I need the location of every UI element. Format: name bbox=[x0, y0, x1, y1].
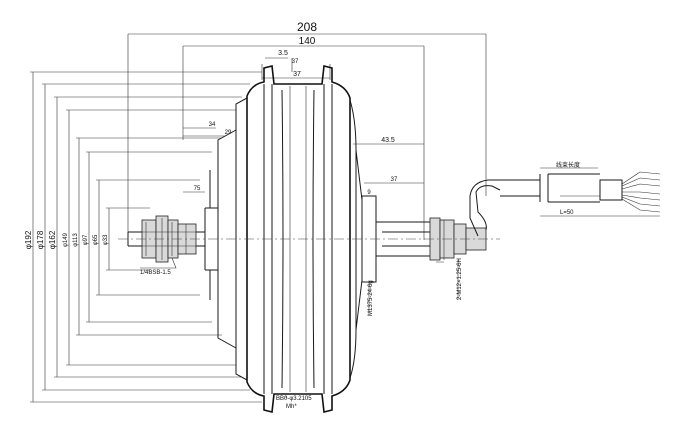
diameter-labels: φ192 φ178 φ162 φ149 φ113 φ97 φ65 φ33 bbox=[24, 230, 109, 249]
diameter-178: φ178 bbox=[36, 230, 45, 249]
top-dimension-lines bbox=[127, 33, 487, 240]
right-axle bbox=[361, 167, 661, 283]
dim-offset-35: 3.5 bbox=[278, 50, 288, 57]
dim-overall-width: 208 bbox=[297, 20, 317, 34]
left-axle bbox=[127, 215, 205, 269]
dim-mount-width: 140 bbox=[299, 36, 316, 47]
callout-left-note: 1/4BSB-1.5 bbox=[140, 270, 171, 276]
callout-nut: 2-M12×1.25-6H bbox=[457, 258, 463, 300]
callout-leaders bbox=[285, 260, 459, 398]
callout-holes-sub: Mh* bbox=[286, 404, 297, 410]
callout-thread: M1375-24-6g bbox=[368, 280, 374, 316]
dim-9: 9 bbox=[367, 190, 371, 196]
dim-29: 29 bbox=[225, 130, 232, 136]
diameter-192: φ192 bbox=[24, 230, 33, 249]
dim-34: 34 bbox=[209, 122, 216, 128]
diameter-33: φ33 bbox=[103, 234, 109, 245]
dim-offset-37-small: 37 bbox=[292, 59, 299, 65]
diameter-65: φ65 bbox=[93, 234, 99, 245]
diameter-162: φ162 bbox=[48, 230, 57, 249]
dim-rim-width: 37 bbox=[293, 71, 301, 78]
diameter-97: φ97 bbox=[83, 234, 89, 245]
dim-43-5: 43.5 bbox=[381, 137, 395, 144]
dim-cable-length: L=50 bbox=[560, 210, 574, 216]
dim-75: 75 bbox=[194, 186, 201, 192]
diameter-extension-lines bbox=[30, 71, 262, 403]
callout-holes: BB0-φ3.2105 bbox=[276, 396, 312, 402]
diameter-113: φ113 bbox=[73, 233, 79, 247]
diameter-149: φ149 bbox=[63, 232, 69, 247]
cable-label: 线束长度 bbox=[556, 161, 580, 169]
diameter-dimension-lines bbox=[32, 72, 110, 402]
dim-37-right: 37 bbox=[391, 177, 398, 183]
